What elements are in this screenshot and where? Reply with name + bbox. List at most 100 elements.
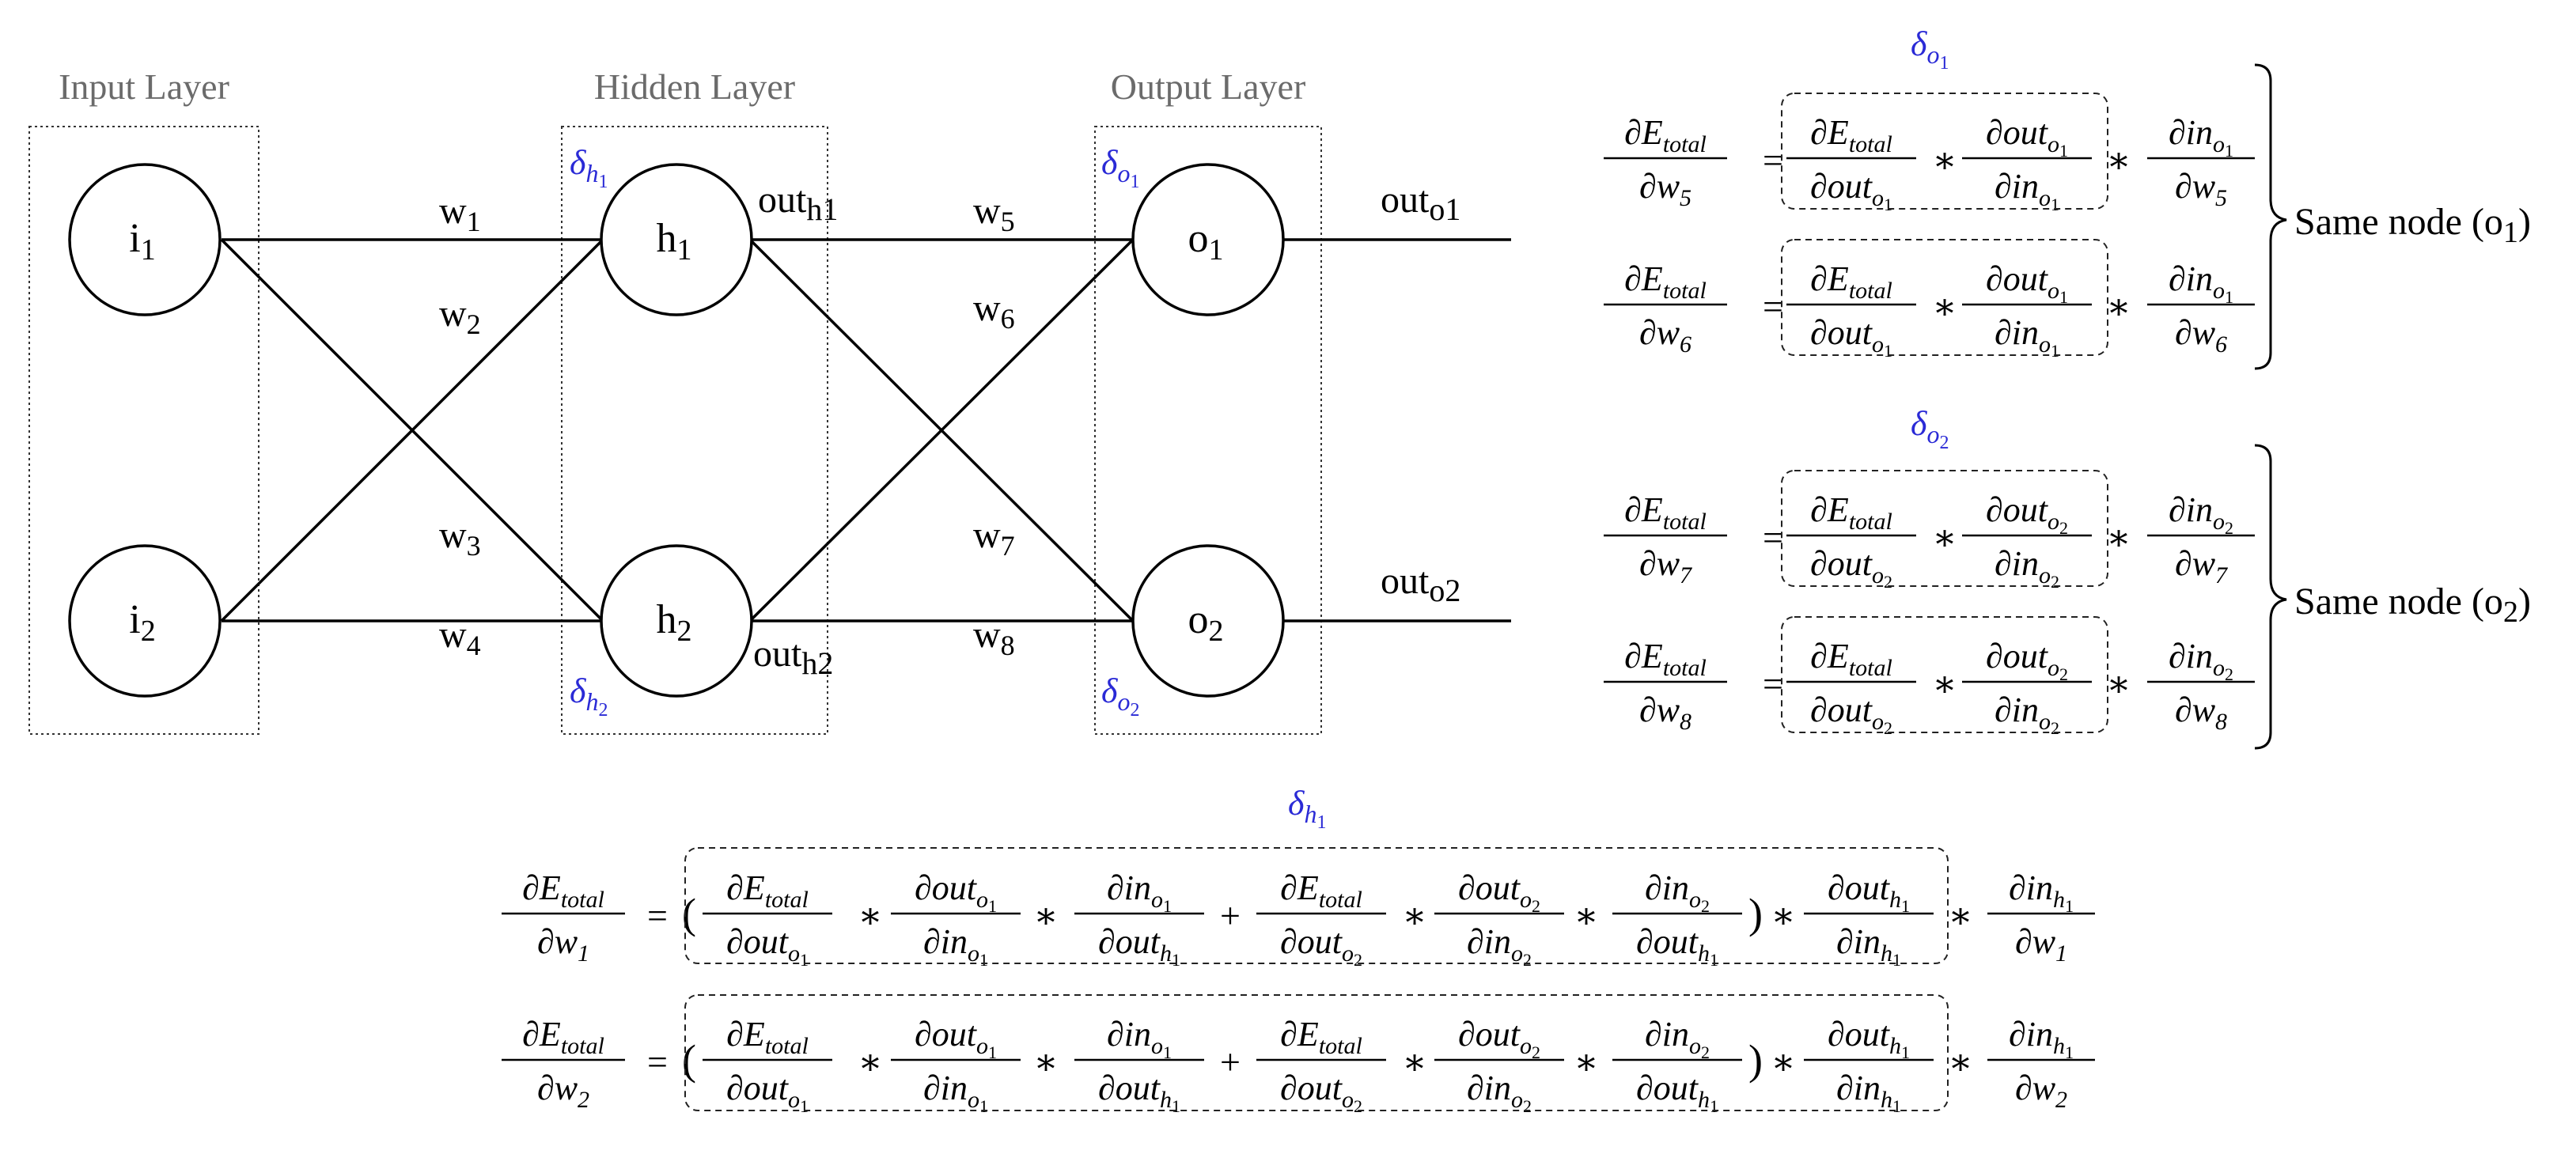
brace-label-o1: Same node (o1)	[2294, 201, 2531, 249]
weight-w7-label: w7	[973, 514, 1015, 562]
box-w6	[1781, 239, 2108, 356]
times-sign: ∗	[858, 895, 882, 936]
delta-o1-equation: δo1	[1911, 25, 1949, 74]
weight-w6-label: w6	[973, 287, 1015, 335]
c2-w2-numerator: ∂inh1	[2009, 1015, 2074, 1062]
term1-w8-denominator: ∂outo2	[1810, 691, 1892, 738]
term2-w5-numerator: ∂outo1	[1986, 113, 2068, 161]
times-sign: ∗	[1574, 895, 1598, 936]
box-w2	[684, 994, 1949, 1111]
term2-w8-denominator: ∂ino2	[1995, 691, 2059, 738]
node-o2-label: o2	[1188, 597, 1224, 648]
term1-w7-denominator: ∂outo2	[1810, 544, 1892, 592]
node-i2	[68, 544, 222, 698]
times-sign: ∗	[1574, 1042, 1598, 1082]
times-sign: ∗	[1932, 286, 1957, 327]
lhs-w6-denominator: ∂w6	[1639, 313, 1691, 358]
term3-w7-numerator: ∂ino2	[2169, 490, 2233, 538]
out-o2-label: outo2	[1381, 560, 1460, 608]
b3-w1-numerator: ∂ino2	[1645, 868, 1710, 916]
out-h1-label: outh1	[758, 179, 838, 227]
a1-w1-numerator: ∂Etotal	[726, 868, 809, 913]
hidden-layer-label: Hidden Layer	[594, 66, 795, 107]
delta-h1-network: δh1	[570, 143, 608, 192]
right-paren: )	[1748, 890, 1763, 937]
box-w5	[1781, 93, 2108, 210]
term3-w8-numerator: ∂ino2	[2169, 637, 2233, 684]
term2-w7-numerator: ∂outo2	[1986, 490, 2068, 538]
a2-w1-numerator: ∂outo1	[915, 868, 997, 916]
node-i1	[68, 163, 222, 316]
left-paren: (	[682, 1036, 696, 1084]
times-sign: ∗	[858, 1042, 882, 1082]
edge-h2-o1	[748, 238, 1135, 622]
right-paren: )	[1748, 1036, 1763, 1084]
b1-w1-denominator: ∂outo2	[1280, 922, 1362, 970]
delta-h1-equation: δh1	[1288, 784, 1326, 833]
node-o2	[1131, 544, 1285, 698]
term1-w8-numerator: ∂Etotal	[1810, 637, 1892, 681]
delta-o2-network: δo2	[1101, 672, 1139, 721]
equals-sign: =	[1763, 140, 1783, 180]
term2-w6-denominator: ∂ino1	[1995, 313, 2059, 361]
times-sign: ∗	[1932, 664, 1957, 704]
c2-w2-denominator: ∂w2	[2015, 1069, 2067, 1113]
b1-w2-denominator: ∂outo2	[1280, 1069, 1362, 1116]
term3-w8-denominator: ∂w8	[2175, 691, 2227, 735]
a2-w2-denominator: ∂ino1	[923, 1069, 988, 1116]
a3-w2-numerator: ∂ino1	[1107, 1015, 1172, 1062]
times-sign: ∗	[1771, 1042, 1795, 1082]
c1-w2-numerator: ∂outh1	[1828, 1015, 1910, 1062]
box-w7	[1781, 470, 2108, 587]
a3-w1-numerator: ∂ino1	[1107, 868, 1172, 916]
lhs-w5-denominator: ∂w5	[1639, 167, 1691, 211]
times-sign: ∗	[2106, 517, 2131, 558]
b2-w2-denominator: ∂ino2	[1467, 1069, 1532, 1116]
c1-w1-numerator: ∂outh1	[1828, 868, 1910, 916]
b2-w2-numerator: ∂outo2	[1458, 1015, 1540, 1062]
times-sign: ∗	[1033, 895, 1058, 936]
term3-w5-denominator: ∂w5	[2175, 167, 2227, 211]
times-sign: ∗	[2106, 286, 2131, 327]
output-layer-box	[1094, 126, 1322, 735]
neural-network: Input Layer Hidden Layer Output Layer	[28, 66, 1511, 735]
equals-sign: =	[1763, 517, 1783, 558]
term1-w7-numerator: ∂Etotal	[1810, 490, 1892, 535]
lhs-w7-numerator: ∂Etotal	[1624, 490, 1707, 535]
node-h2-label: h2	[657, 597, 692, 648]
node-i1-label: i1	[129, 216, 155, 267]
term3-w6-numerator: ∂ino1	[2169, 259, 2233, 307]
plus-sign: +	[1220, 895, 1241, 936]
delta-o2-equation: δo2	[1911, 404, 1949, 453]
term1-w5-denominator: ∂outo1	[1810, 167, 1892, 214]
equals-sign: =	[1763, 286, 1783, 327]
term2-w8-numerator: ∂outo2	[1986, 637, 2068, 684]
lhs-w1-numerator: ∂Etotal	[522, 868, 604, 913]
input-layer-label: Input Layer	[59, 66, 229, 107]
term2-w5-denominator: ∂ino1	[1995, 167, 2059, 214]
delta-h2-network: δh2	[570, 672, 608, 721]
input-layer-box	[28, 126, 259, 735]
weight-w2-label: w2	[439, 293, 481, 340]
node-h1-label: h1	[657, 216, 692, 267]
lhs-w2-numerator: ∂Etotal	[522, 1015, 604, 1059]
lhs-w2-denominator: ∂w2	[537, 1069, 589, 1113]
times-sign: ∗	[1402, 1042, 1426, 1082]
node-o1	[1131, 163, 1285, 316]
node-h2	[600, 544, 753, 698]
edge-i2-h1	[220, 238, 604, 622]
weight-w4-label: w4	[439, 614, 481, 661]
b3-w1-denominator: ∂outh1	[1636, 922, 1718, 970]
c1-w1-denominator: ∂inh1	[1836, 922, 1901, 970]
plus-sign: +	[1220, 1042, 1241, 1082]
hidden-layer-box	[561, 126, 828, 735]
c2-w1-denominator: ∂w1	[2015, 922, 2067, 967]
b3-w2-denominator: ∂outh1	[1636, 1069, 1718, 1116]
b2-w1-numerator: ∂outo2	[1458, 868, 1540, 916]
out-h2-label: outh2	[753, 633, 833, 681]
term1-w5-numerator: ∂Etotal	[1810, 113, 1892, 157]
a2-w1-denominator: ∂ino1	[923, 922, 988, 970]
times-sign: ∗	[1948, 1042, 1972, 1082]
delta-o1-network: δo1	[1101, 143, 1139, 192]
